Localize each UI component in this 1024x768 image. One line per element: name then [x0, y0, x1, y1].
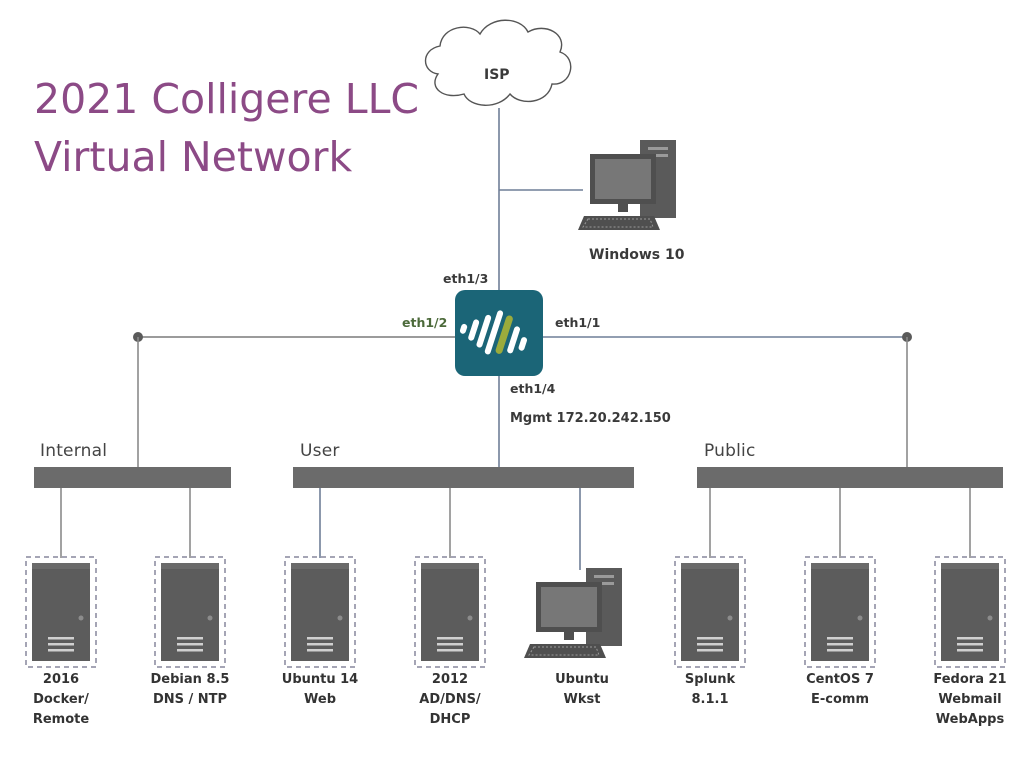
port-eth1-1-label: eth1/1 [555, 315, 601, 330]
server-centos-icon [804, 556, 876, 668]
isp-cloud-icon [424, 19, 572, 106]
windows10-label: Windows 10 [589, 247, 685, 263]
port-eth1-4-label: eth1/4 [510, 381, 556, 396]
user-switch-bar [293, 467, 634, 488]
server-splunk-icon [674, 556, 746, 668]
firewall-icon [455, 290, 543, 376]
diagram-title-line-2: Virtual Network [34, 133, 353, 181]
mgmt-ip-label: Mgmt 172.20.242.150 [510, 411, 671, 426]
server-ubuntu14-icon [284, 556, 356, 668]
internal-switch-bar [34, 467, 231, 488]
segment-internal-label: Internal [40, 441, 108, 461]
port-eth1-3-label: eth1/3 [443, 271, 489, 286]
server-fedora-icon [934, 556, 1006, 668]
server-debian-icon [154, 556, 226, 668]
isp-label: ISP [484, 67, 510, 83]
server-docker-icon [25, 556, 97, 668]
diagram-title-line-1: 2021 Colligere LLC [34, 75, 420, 123]
public-switch-bar [697, 467, 1003, 488]
ubuntu-workstation-icon [523, 567, 623, 659]
server-2012-icon [414, 556, 486, 668]
segment-user-label: User [300, 441, 340, 461]
port-eth1-2-label: eth1/2 [402, 315, 448, 330]
segment-public-label: Public [704, 441, 756, 461]
windows10-workstation-icon [577, 139, 677, 231]
